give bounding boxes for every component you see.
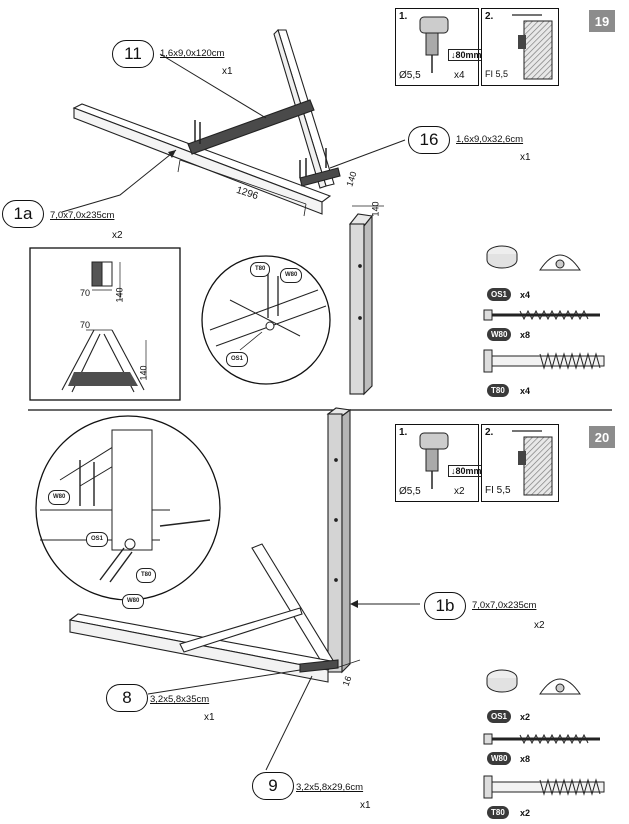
detail-dimension-140b: 140	[138, 365, 149, 381]
a-frame-drawing-20	[68, 407, 352, 683]
hardware-qty-t80: x2	[520, 808, 531, 818]
tool-number: 2.	[485, 427, 494, 438]
pilot-label: FI 5,5	[485, 485, 511, 496]
part-16-dims: 1,6x9,0x32,6cm	[456, 134, 524, 145]
zoom-tag-w80: W80	[280, 268, 303, 283]
hardware-qty-os1: x2	[520, 712, 531, 722]
hardware-tag-w80: W80	[487, 752, 512, 765]
part-11-qty: x1	[222, 66, 233, 77]
detail-dimension-70: 70	[80, 288, 91, 298]
part-1b-dims: 7,0x7,0x235cm	[472, 600, 537, 611]
drill-tool-box: 1. ↓80mm Ø5,5 x4	[395, 8, 485, 86]
wood-section-icon	[512, 430, 553, 496]
drill-depth: ↓80mm	[448, 49, 485, 61]
pilot-label: FI 5,5	[485, 69, 509, 79]
tool-number: 1.	[399, 427, 408, 438]
zoom-tag-w80b: W80	[122, 594, 145, 609]
drill-tool-box: 1. ↓80mm Ø5,5 x2	[395, 424, 485, 502]
drill-icon	[419, 16, 449, 73]
zoom-circle-20	[35, 415, 221, 601]
hardware-qty-w80: x8	[520, 330, 531, 340]
part-8-dims: 3,2x5,8x35cm	[150, 694, 210, 705]
part-9-dims: 3,2x5,8x29,6cm	[296, 782, 364, 793]
drill-qty: x2	[454, 486, 465, 497]
part-1a-badge: 1a	[2, 200, 44, 228]
step-badge: 19	[589, 10, 615, 32]
part-8-badge: 8	[106, 684, 148, 712]
screw-tool-box: 2. FI 5,5	[481, 8, 559, 86]
zoom-tag-os1: OS1	[226, 352, 249, 367]
tool-number: 2.	[485, 11, 494, 22]
detail-box	[29, 247, 181, 401]
drill-icon	[419, 432, 449, 489]
screw-tool-box: 2. FI 5,5	[481, 424, 559, 502]
post-dimension: 140	[370, 201, 381, 217]
post-drawing	[348, 213, 374, 396]
drill-bit-size: Ø5,5	[399, 486, 421, 497]
zoom-tag-os1: OS1	[86, 532, 109, 547]
part-9-badge: 9	[252, 772, 294, 800]
drill-depth: ↓80mm	[448, 465, 485, 477]
tool-number: 1.	[399, 11, 408, 22]
hardware-qty-t80: x4	[520, 386, 531, 396]
drill-bit-size: Ø5,5	[399, 70, 421, 81]
part-16-qty: x1	[520, 152, 531, 163]
hardware-tag-os1: OS1	[487, 288, 512, 301]
part-1b-badge: 1b	[424, 592, 466, 620]
part-1b-qty: x2	[534, 620, 545, 631]
zoom-tag-t80: T80	[136, 568, 157, 583]
wood-section-icon	[512, 14, 553, 80]
part-1a-dims: 7,0x7,0x235cm	[50, 210, 115, 221]
part-11-badge: 11	[112, 40, 154, 68]
part-16-badge: 16	[408, 126, 450, 154]
part-1a-qty: x2	[112, 230, 123, 241]
hardware-qty-os1: x4	[520, 290, 531, 300]
drill-qty: x4	[454, 70, 465, 81]
part-9-qty: x1	[360, 800, 371, 811]
detail-dimension-140: 140	[114, 287, 125, 303]
zoom-tag-w80: W80	[48, 490, 71, 505]
part-8-qty: x1	[204, 712, 215, 723]
part-11-dims: 1,6x9,0x120cm	[160, 48, 225, 59]
hardware-qty-w80: x8	[520, 754, 531, 764]
hardware-tag-t80: T80	[487, 806, 509, 819]
zoom-tag-t80: T80	[250, 262, 271, 277]
detail-dimension-70b: 70	[80, 320, 91, 330]
hardware-tag-w80: W80	[487, 328, 512, 341]
a-frame-drawing	[72, 28, 341, 215]
hardware-tag-t80: T80	[487, 384, 509, 397]
hardware-tag-os1: OS1	[487, 710, 512, 723]
step-badge: 20	[589, 426, 615, 448]
